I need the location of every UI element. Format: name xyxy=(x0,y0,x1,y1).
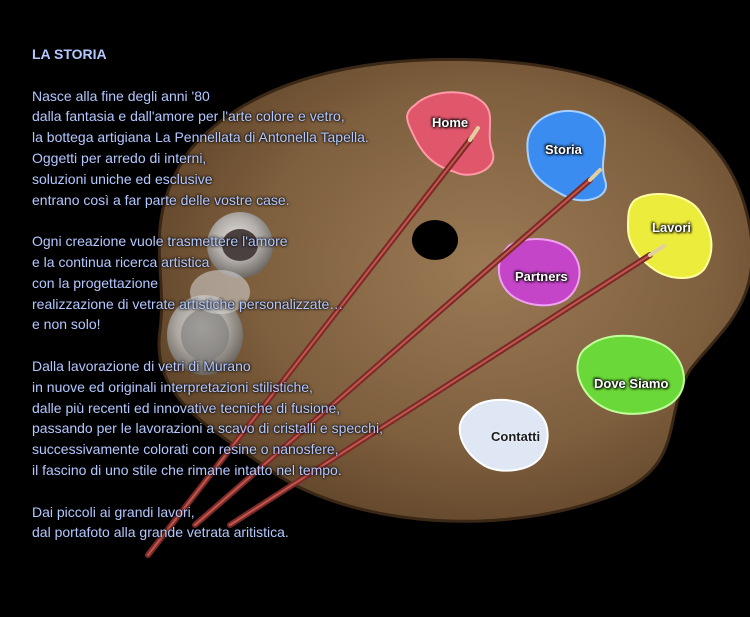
story-text: LA STORIA Nasce alla fine degli anni '80… xyxy=(32,44,452,564)
contatti-paint-blob xyxy=(458,398,549,472)
story-line: il fascino di uno stile che rimane intat… xyxy=(32,461,342,478)
story-line: Dalla lavorazione di vetri di Murano xyxy=(32,357,251,374)
story-paragraph: Ogni creazione vuole trasmettere l'amore… xyxy=(32,231,452,335)
story-line: dal portafoto alla grande vetrata aritis… xyxy=(32,524,289,541)
story-line: con la progettazione xyxy=(32,274,159,291)
story-line: e la continua ricerca artistica xyxy=(32,253,210,270)
glass-jars xyxy=(167,212,273,375)
nav-link-contatti[interactable]: Contatti xyxy=(491,429,541,444)
dove-siamo-paint-blob xyxy=(576,334,685,415)
nav-link-dove-siamo[interactable]: Dove Siamo xyxy=(594,376,669,391)
story-line: dalla fantasia e dall'amore per l'arte c… xyxy=(32,108,345,125)
story-line: passando per le lavorazioni a scavo di c… xyxy=(32,420,383,437)
home-paint-blob xyxy=(406,91,495,176)
nav-link-home[interactable]: Home xyxy=(432,115,469,130)
story-line: entrano così a far parte delle vostre ca… xyxy=(32,191,290,208)
palette-thumb-hole xyxy=(412,220,458,260)
story-line: dalle più recenti ed innovative tecniche… xyxy=(32,399,341,416)
nav-link-partners[interactable]: Partners xyxy=(515,269,568,284)
story-title: LA STORIA xyxy=(32,46,107,62)
partners-paint-blob xyxy=(497,238,581,307)
story-line: la bottega artigiana La Pennellata di An… xyxy=(32,129,369,146)
paint-brushes xyxy=(145,126,666,558)
nav-link-storia[interactable]: Storia xyxy=(545,142,582,157)
story-line: Dai piccoli ai grandi lavori, xyxy=(32,503,195,520)
story-line: Oggetti per arredo di interni, xyxy=(32,149,207,166)
story-line: Ogni creazione vuole trasmettere l'amore xyxy=(32,233,288,250)
storia-paint-blob xyxy=(526,109,607,202)
story-line: soluzioni uniche ed esclusive xyxy=(32,170,213,187)
story-paragraph: Dai piccoli ai grandi lavori, dal portaf… xyxy=(32,502,452,544)
nav-link-lavori[interactable]: Lavori xyxy=(652,220,692,235)
story-line: successivamente colorati con resine o na… xyxy=(32,441,339,458)
story-line: in nuove ed originali interpretazioni st… xyxy=(32,378,313,395)
story-paragraph: Dalla lavorazione di vetri di Murano in … xyxy=(32,356,452,481)
story-line: e non solo! xyxy=(32,316,101,333)
story-line: Nasce alla fine degli anni '80 xyxy=(32,87,210,104)
story-paragraph: Nasce alla fine degli anni '80 dalla fan… xyxy=(32,86,452,211)
story-line: realizzazione di vetrate artistiche pers… xyxy=(32,295,344,312)
